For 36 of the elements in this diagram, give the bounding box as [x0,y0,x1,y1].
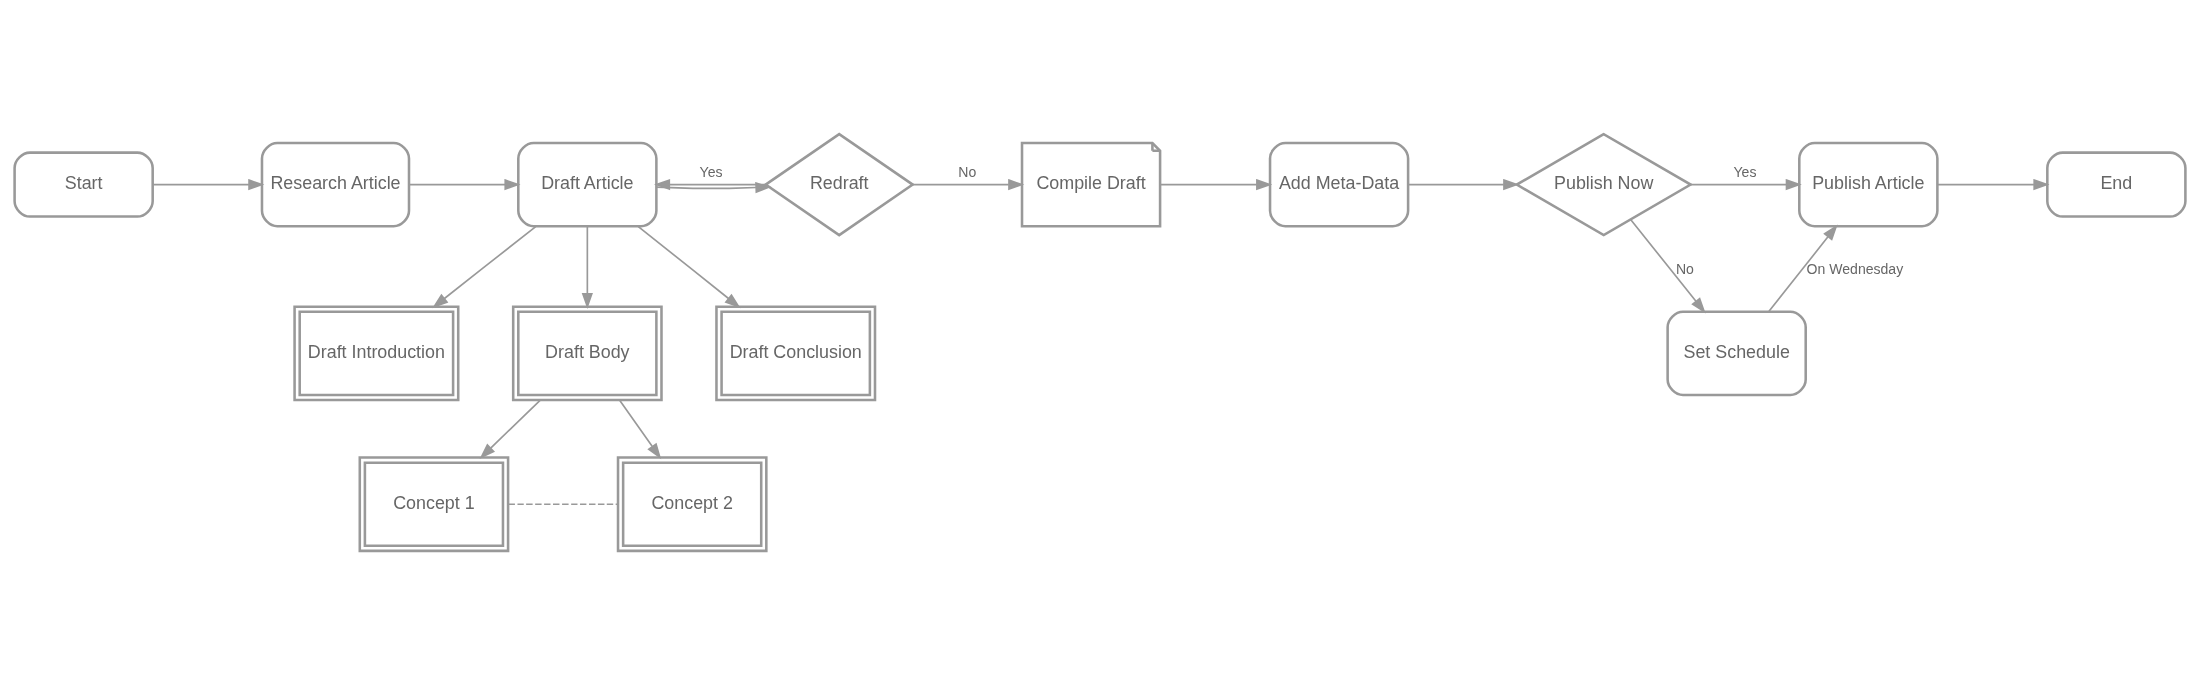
arrow [479,399,541,459]
arrow [408,178,521,191]
arrow [1629,218,1706,314]
arrow [1936,178,2050,191]
node-box: Draft Conclusion [715,305,877,402]
edge-label: No [958,163,977,180]
node-box: Research Article [260,141,411,228]
node-box: End [2046,151,2187,218]
node-box: Start [13,151,154,218]
node-box: Draft Body [511,305,663,402]
node-box: Set Schedule [1666,310,1807,397]
arrow [911,178,1025,191]
node-diamond: Publish Now [1514,132,1694,237]
node-box: Draft Article [517,141,658,228]
node-box: Draft Introduction [293,305,460,402]
edge-label: Yes [1733,163,1757,180]
arrow [1407,178,1520,191]
node-box: Add Meta-Data [1268,141,1410,228]
edge-label: Yes [699,163,723,180]
arrow [637,225,741,309]
arrow [432,225,537,309]
node-box: Publish Article [1798,141,1939,228]
node-box: Concept 1 [358,456,510,553]
arrow [1689,178,1802,191]
arrow [1768,224,1838,313]
arrow [152,178,265,191]
arrow [618,399,662,460]
arrow [581,225,593,310]
arrow [654,178,767,191]
edge-label: No [1675,261,1694,278]
arrow [1159,178,1273,191]
connector [507,503,619,506]
node-box: Concept 2 [616,456,768,553]
node-diamond: Redraft [763,132,915,237]
arrow [655,181,772,194]
edge-label: On Wednesday [1806,261,1904,278]
